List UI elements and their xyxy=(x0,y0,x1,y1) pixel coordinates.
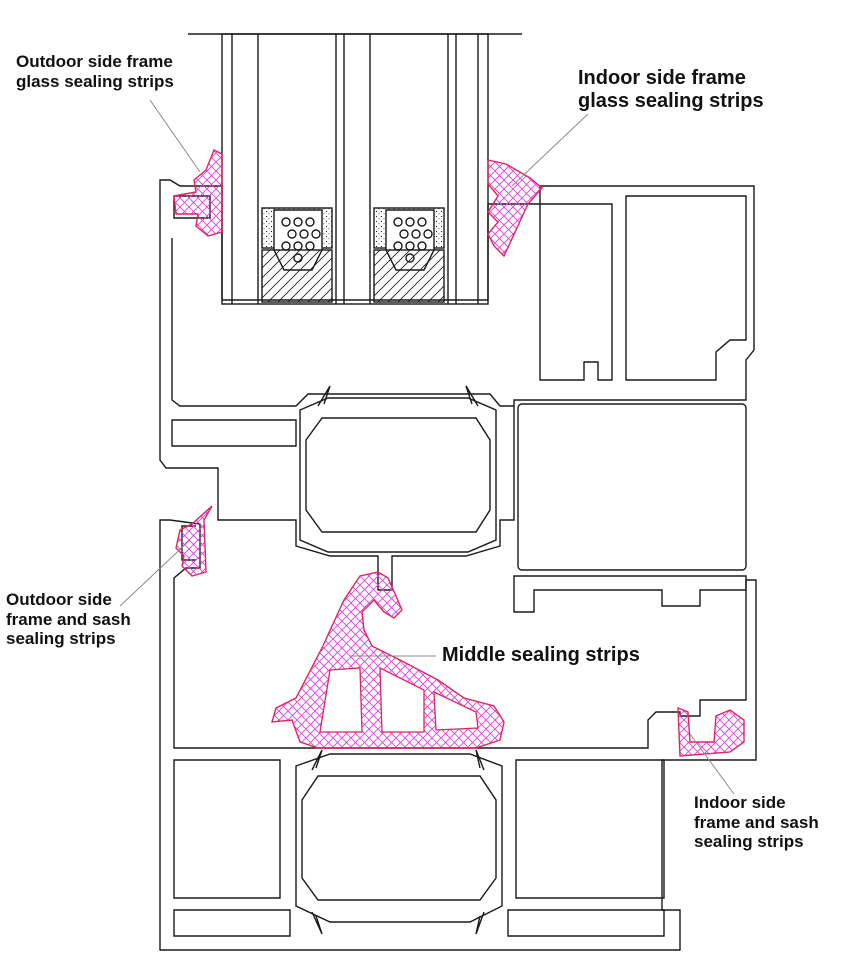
leader-outdoor-glass xyxy=(149,99,201,173)
label-line: sealing strips xyxy=(6,629,116,649)
outdoor-sash-seal xyxy=(175,505,213,577)
label-line: frame and sash xyxy=(6,609,131,629)
thermal-break-upper xyxy=(299,385,497,553)
frame-profile xyxy=(159,519,757,951)
label-outdoor-glass-seal: Outdoor side frame glass sealing strips xyxy=(16,52,174,91)
leader-indoor-sash xyxy=(689,733,735,795)
label-line: glass sealing strips xyxy=(578,90,764,112)
label-indoor-sash-seal: Indoor side frame and sash sealing strip… xyxy=(694,793,819,852)
leader-indoor-glass xyxy=(511,113,589,187)
label-line: Outdoor side xyxy=(6,590,112,609)
label-line: sealing strips xyxy=(694,832,804,852)
spacer-right xyxy=(373,207,445,303)
label-line: glass sealing strips xyxy=(16,71,174,91)
leader-outdoor-sash xyxy=(119,539,191,607)
label-line: Indoor side frame xyxy=(578,67,746,89)
label-line: Outdoor side frame xyxy=(16,52,173,71)
label-line: Indoor side xyxy=(694,793,786,812)
sash-right-chamber xyxy=(513,403,747,613)
label-outdoor-sash-seal: Outdoor side frame and sash sealing stri… xyxy=(6,590,131,649)
indoor-sash-seal xyxy=(677,706,745,757)
sash-profile xyxy=(159,179,755,591)
label-line: frame and sash xyxy=(694,812,819,832)
indoor-glass-seal xyxy=(487,159,543,258)
label-line: Middle sealing strips xyxy=(442,644,640,666)
spacer-left xyxy=(261,207,333,303)
thermal-break-lower xyxy=(295,749,503,935)
label-middle-seal: Middle sealing strips xyxy=(442,644,640,667)
outdoor-glass-seal xyxy=(173,149,223,237)
label-indoor-glass-seal: Indoor side frame glass sealing strips xyxy=(578,67,764,113)
